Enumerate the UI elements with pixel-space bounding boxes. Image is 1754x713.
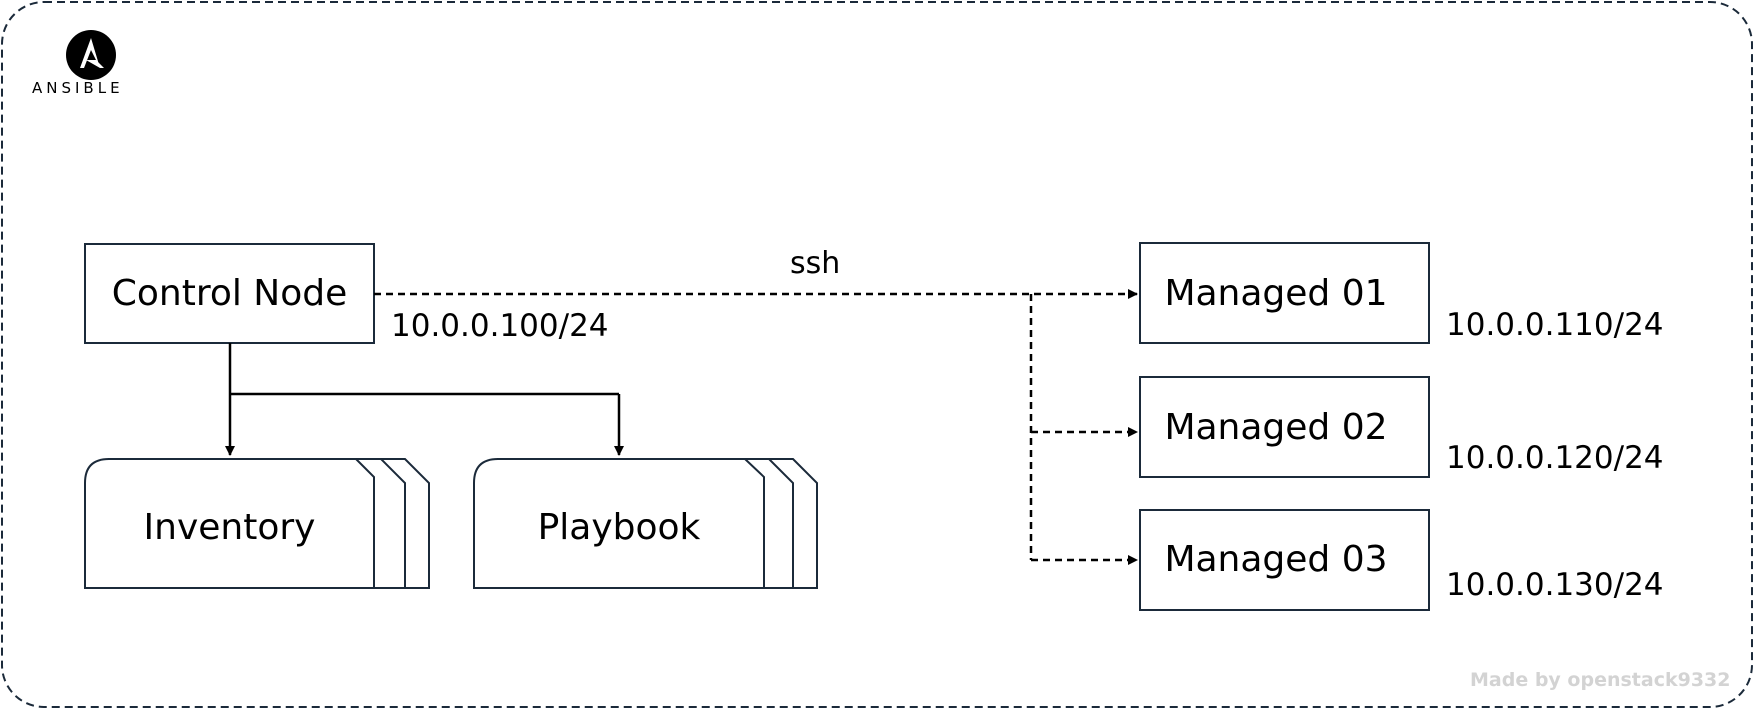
managed-03-box <box>1139 509 1430 611</box>
inventory-stack-shape <box>84 458 430 589</box>
ssh-label: ssh <box>790 246 841 281</box>
managed-01-box <box>1139 242 1430 344</box>
managed-02-label: Managed 02 <box>1164 407 1388 448</box>
inventory-label: Inventory <box>143 507 316 548</box>
managed-01-ip: 10.0.0.110/24 <box>1446 307 1664 343</box>
playbook-label: Playbook <box>537 507 701 548</box>
control-node-label: Control Node <box>111 273 348 314</box>
managed-02-box <box>1139 376 1430 478</box>
logo-text: ANSIBLE <box>32 79 124 97</box>
watermark: Made by openstack9332 <box>1470 669 1731 691</box>
managed-01-label: Managed 01 <box>1164 273 1388 314</box>
managed-03-ip: 10.0.0.130/24 <box>1446 567 1664 603</box>
managed-03-label: Managed 03 <box>1164 539 1388 580</box>
playbook-stack-shape <box>473 458 818 589</box>
ssh-connector <box>374 289 1138 565</box>
control-node-box <box>84 243 375 344</box>
ansible-logo-icon <box>66 30 116 80</box>
control-node-ip: 10.0.0.100/24 <box>391 308 609 344</box>
control-to-files-connector <box>225 343 624 456</box>
managed-02-ip: 10.0.0.120/24 <box>1446 440 1664 476</box>
